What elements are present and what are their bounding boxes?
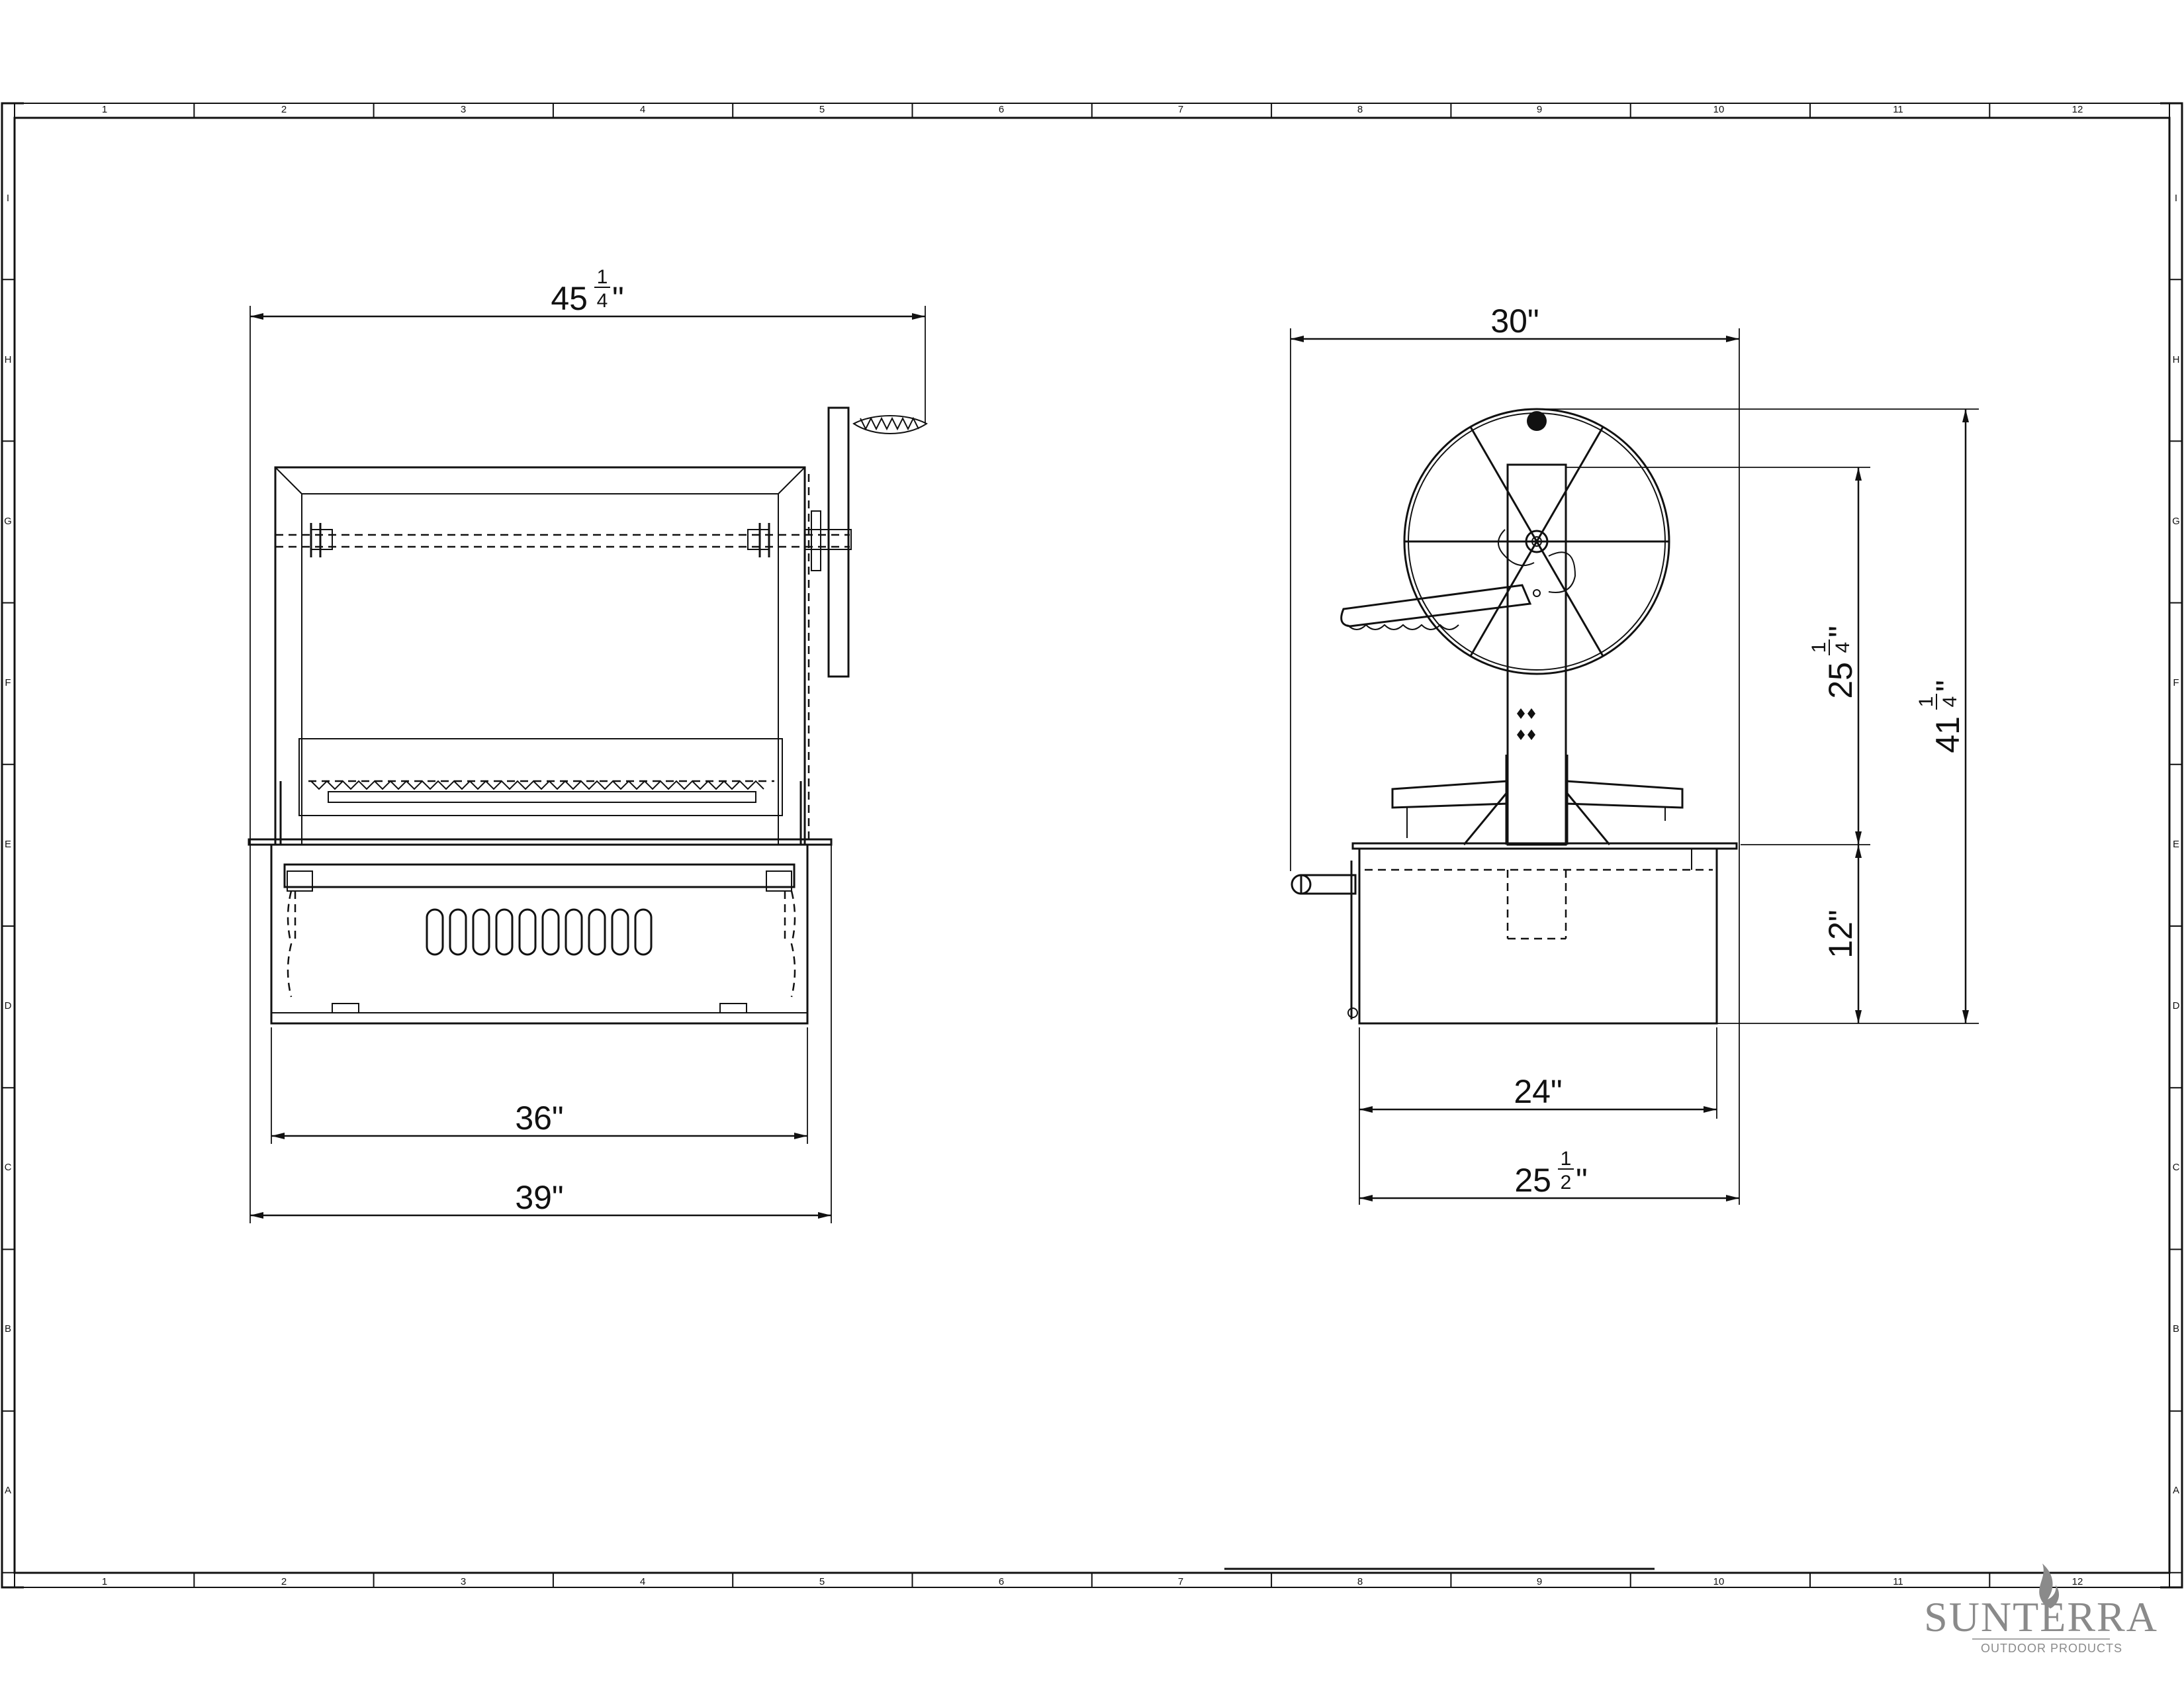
col-label: 5 xyxy=(819,104,825,115)
col-label: 6 xyxy=(999,104,1004,115)
row-label: A xyxy=(5,1485,11,1496)
col-label: 6 xyxy=(999,1576,1004,1587)
col-label: 7 xyxy=(1178,104,1183,115)
col-label: 11 xyxy=(1893,1576,1903,1587)
col-label: 5 xyxy=(819,1576,825,1587)
dimension-label-base-width: 39" xyxy=(515,1179,563,1216)
col-label: 3 xyxy=(461,104,466,115)
wheel-knob xyxy=(1527,411,1547,431)
col-label: 3 xyxy=(461,1576,466,1587)
col-label: 7 xyxy=(1178,1576,1183,1587)
col-label: 9 xyxy=(1537,1576,1542,1587)
col-label: 2 xyxy=(281,104,287,115)
svg-text:1: 1 xyxy=(1808,642,1830,653)
dimension-label-box-width: 25 1 2 " xyxy=(1514,1148,1587,1199)
svg-text:4: 4 xyxy=(597,290,608,312)
dimension-label-upper-height: 25 1 4 " xyxy=(1808,626,1859,698)
svg-text:41: 41 xyxy=(1929,716,1966,753)
svg-text:25: 25 xyxy=(1514,1162,1551,1199)
col-label: 8 xyxy=(1357,104,1363,115)
row-label: H xyxy=(5,354,12,365)
row-labels-right: I H G F E D C B A xyxy=(2172,193,2180,1496)
column-labels-bottom: 1 2 3 4 5 6 7 8 9 10 11 12 xyxy=(102,1576,2083,1587)
row-label: G xyxy=(4,516,12,527)
dimension-label-box-height-wrap: 12" xyxy=(1822,910,1859,958)
ash-pan-rod xyxy=(283,863,796,888)
row-label: F xyxy=(2173,677,2179,688)
row-label: B xyxy=(5,1323,11,1335)
row-label: F xyxy=(5,677,11,688)
front-view: 45 1 4 " 36" 39" xyxy=(248,266,928,1223)
side-view: 30" 24" 25 1 2 " 25 1 4 " 1 xyxy=(1290,303,1979,1205)
grate-frame xyxy=(298,738,783,816)
svg-text:4: 4 xyxy=(1939,696,1961,708)
svg-text:45: 45 xyxy=(551,280,588,317)
svg-text:1: 1 xyxy=(1561,1148,1572,1170)
col-label: 8 xyxy=(1357,1576,1363,1587)
col-label: 2 xyxy=(281,1576,287,1587)
svg-text:2: 2 xyxy=(1561,1172,1572,1194)
row-label: E xyxy=(5,839,11,850)
row-label: D xyxy=(5,1000,12,1011)
col-label: 12 xyxy=(2072,104,2083,115)
dimension-label-total-height: 41 1 4 " xyxy=(1915,680,1966,753)
row-label: I xyxy=(7,193,9,204)
row-label: I xyxy=(2175,193,2177,204)
firebox xyxy=(270,843,809,1025)
wheel-hub xyxy=(1525,530,1549,553)
svg-text:": " xyxy=(1929,680,1966,692)
lever-handle xyxy=(1340,584,1532,628)
svg-text:": " xyxy=(612,280,624,317)
column-labels-top: 1 2 3 4 5 6 7 8 9 10 11 12 xyxy=(102,104,2083,115)
row-label: G xyxy=(2172,516,2180,527)
col-label: 9 xyxy=(1537,104,1542,115)
svg-text:1: 1 xyxy=(1915,696,1937,708)
col-label: 10 xyxy=(1713,104,1725,115)
dimension-label-overall-width: 45 1 4 " xyxy=(551,266,623,317)
dimension-label-overall-width-side: 30" xyxy=(1490,303,1539,340)
svg-text:": " xyxy=(1822,626,1859,637)
side-tray-left xyxy=(1391,780,1509,809)
logo-name: SUNTERRA xyxy=(1924,1593,2158,1640)
flame-icon xyxy=(2039,1564,2060,1609)
row-label: C xyxy=(2173,1162,2180,1173)
row-label: H xyxy=(2173,354,2180,365)
col-label: 4 xyxy=(640,104,645,115)
row-label: D xyxy=(2173,1000,2180,1011)
svg-text:4: 4 xyxy=(1832,642,1854,653)
row-label: A xyxy=(2173,1485,2179,1496)
bolt-holes xyxy=(1517,708,1535,740)
row-label: C xyxy=(5,1162,12,1173)
row-labels-left: I H G F E D C B A xyxy=(4,193,12,1496)
firebox-side xyxy=(1358,847,1718,1025)
col-label: 4 xyxy=(640,1576,645,1587)
border-ticks xyxy=(2,103,2182,1587)
side-tray-right xyxy=(1565,780,1684,809)
logo-subtitle: OUTDOOR PRODUCTS xyxy=(1981,1642,2122,1655)
crank-wheel-edge xyxy=(827,406,850,678)
col-label: 11 xyxy=(1893,104,1903,115)
svg-text:1: 1 xyxy=(597,266,608,288)
dimension-label-box-inner-width: 24" xyxy=(1514,1073,1562,1110)
vent-slots xyxy=(426,908,653,956)
svg-text:25: 25 xyxy=(1822,662,1859,699)
col-label: 10 xyxy=(1713,1576,1725,1587)
svg-text:": " xyxy=(1576,1162,1588,1199)
push-rod xyxy=(1300,874,1357,895)
col-label: 1 xyxy=(102,104,107,115)
col-label: 1 xyxy=(102,1576,107,1587)
upright-post xyxy=(1506,463,1567,846)
col-label: 12 xyxy=(2072,1576,2083,1587)
row-label: B xyxy=(2173,1323,2179,1335)
dimension-label-box-height: 12" xyxy=(1822,910,1859,958)
dimension-label-inner-width: 36" xyxy=(515,1100,563,1137)
row-label: E xyxy=(2173,839,2179,850)
sunterra-logo: SUNTERRA OUTDOOR PRODUCTS xyxy=(1924,1564,2158,1655)
crank-handle xyxy=(852,415,928,434)
